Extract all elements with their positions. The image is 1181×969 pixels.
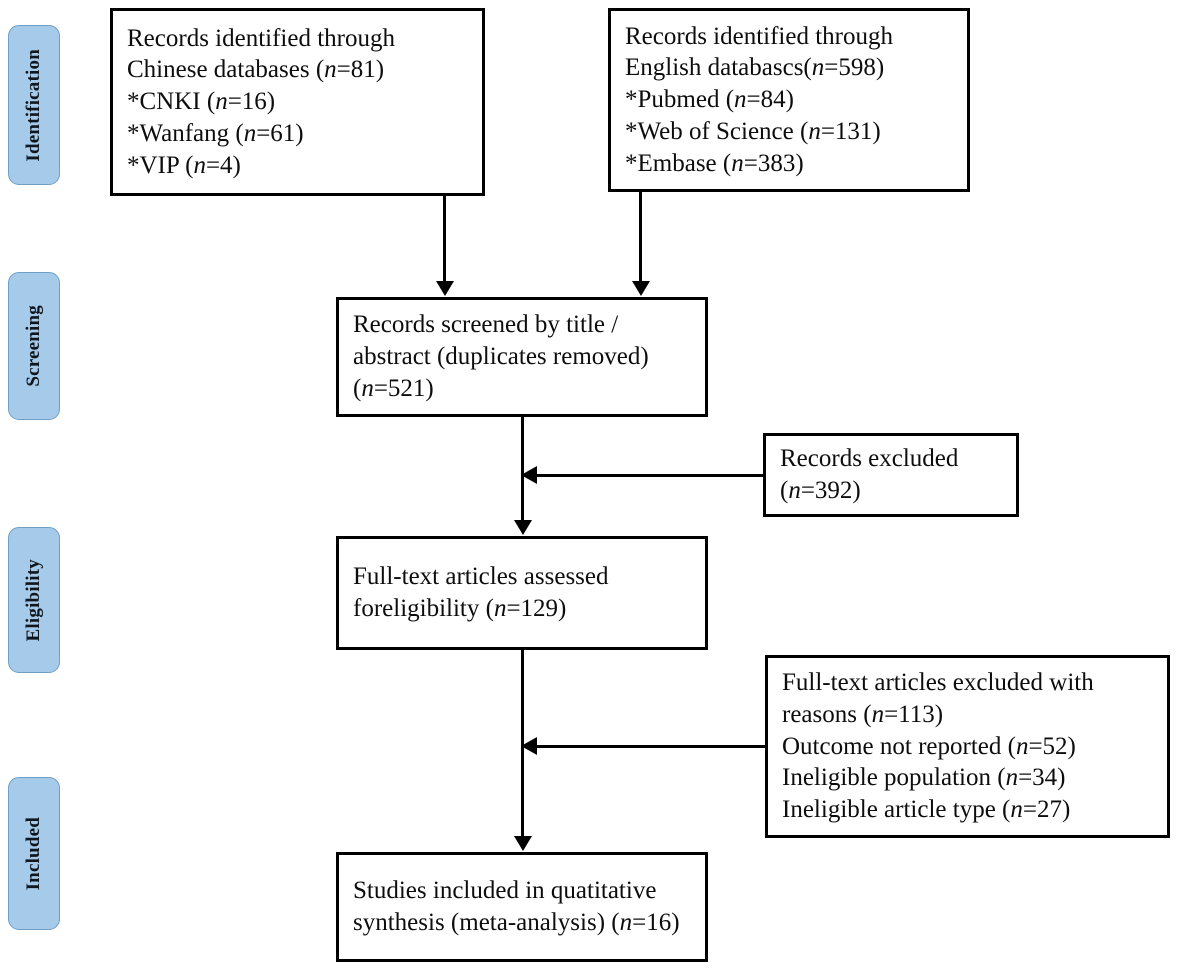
stage-tab-screening: Screening <box>8 272 60 420</box>
box-line: foreligibility (n=129) <box>353 595 567 622</box>
arrowhead-fulltext-excluded <box>521 737 537 755</box>
box-line: reasons (n=113) <box>782 700 944 728</box>
box-records-english-databases: Records identified through English datab… <box>608 8 970 192</box>
box-line: *Embase (n=383) <box>625 149 804 177</box>
box-fulltext-excluded-reasons: Full-text articles excluded with reasons… <box>765 655 1170 838</box>
box-line: Outcome not reported (n=52) <box>782 732 1076 760</box>
stage-tab-included: Included <box>8 777 60 930</box>
box-line: Records screened by title / <box>353 311 619 339</box>
box-line: (n=521) <box>353 374 434 402</box>
stage-label-eligibility: Eligibility <box>23 558 44 642</box>
box-studies-included: Studies included in quatitative synthesi… <box>336 852 708 962</box>
box-line: Records identified through <box>127 24 395 52</box>
box-line: Records identified through <box>625 22 893 50</box>
box-line: (n=392) <box>780 477 861 504</box>
box-line: *CNKI (n=16) <box>127 88 276 116</box>
stage-tab-eligibility: Eligibility <box>8 527 60 673</box>
arrowhead-english-to-screened <box>632 281 650 296</box>
arrowhead-fulltext-to-included <box>514 836 532 851</box>
box-line: English databascs(n=598) <box>625 54 885 82</box>
box-line: Studies included in quatitative <box>353 877 657 905</box>
box-line: Records excluded <box>780 445 959 473</box>
stage-label-included: Included <box>23 816 44 891</box>
connector-english-to-screened <box>639 190 642 282</box>
box-line: abstract (duplicates removed) <box>353 343 649 371</box>
stage-tab-identification: Identification <box>8 25 60 185</box>
connector-fulltext-excluded <box>536 745 766 748</box>
box-line: *VIP (n=4) <box>127 151 241 179</box>
box-line: *Web of Science (n=131) <box>625 117 881 145</box>
stage-label-identification: Identification <box>23 48 44 162</box>
box-fulltext-assessed: Full-text articles assessed foreligibili… <box>336 536 708 650</box>
stage-label-screening: Screening <box>23 305 44 387</box>
box-records-excluded: Records excluded (n=392) <box>763 433 1019 517</box>
connector-chinese-to-screened <box>443 194 446 282</box>
box-records-screened: Records screened by title / abstract (du… <box>336 297 708 417</box>
connector-records-excluded <box>536 474 764 477</box>
box-line: Full-text articles excluded with <box>782 669 1094 697</box>
box-records-chinese-databases: Records identified through Chinese datab… <box>110 8 485 196</box>
box-line: Chinese databases (n=81) <box>127 56 385 84</box>
box-line: Ineligible population (n=34) <box>782 764 1066 792</box>
arrowhead-chinese-to-screened <box>436 281 454 296</box>
box-line: synthesis (meta-analysis) (n=16) <box>353 909 680 936</box>
arrowhead-screened-to-fulltext <box>514 520 532 535</box>
box-line: Ineligible article type (n=27) <box>782 796 1071 824</box>
box-line: *Wanfang (n=61) <box>127 119 304 147</box>
box-line: Full-text articles assessed <box>353 563 609 591</box>
arrowhead-records-excluded <box>521 466 537 484</box>
box-line: *Pubmed (n=84) <box>625 86 794 114</box>
